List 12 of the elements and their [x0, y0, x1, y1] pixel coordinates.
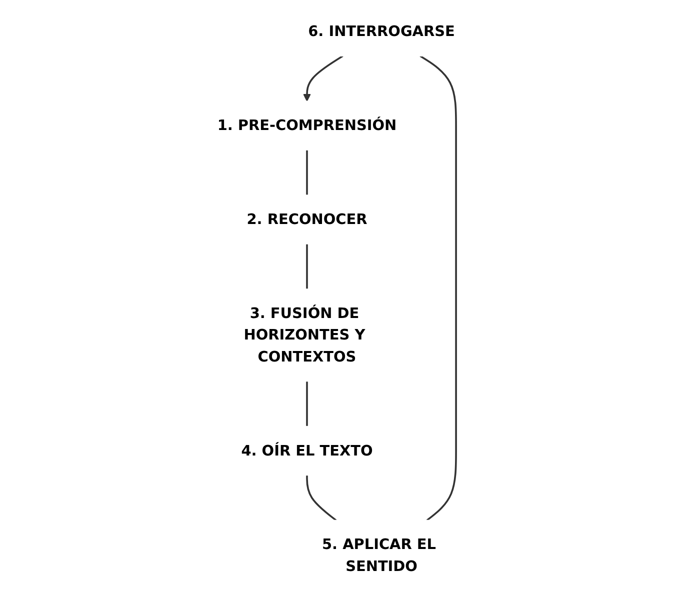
node-text: 1. PRE-COMPRENSIÓN	[218, 116, 397, 134]
connector	[306, 475, 337, 522]
node-text: 5. APLICAR EL SENTIDO	[322, 536, 436, 575]
node-text: 6. INTERROGARSE	[308, 22, 456, 40]
connector	[306, 244, 308, 290]
connector	[306, 381, 308, 426]
connector	[306, 150, 308, 196]
node-text: 3. FUSIÓN DE HORIZONTES Y CONTEXTOS	[244, 304, 366, 365]
node-text: 4. OÍR EL TEXTO	[241, 442, 374, 459]
arrow	[303, 55, 344, 102]
connector	[420, 55, 458, 522]
node-text: 2. RECONOCER	[247, 210, 368, 228]
